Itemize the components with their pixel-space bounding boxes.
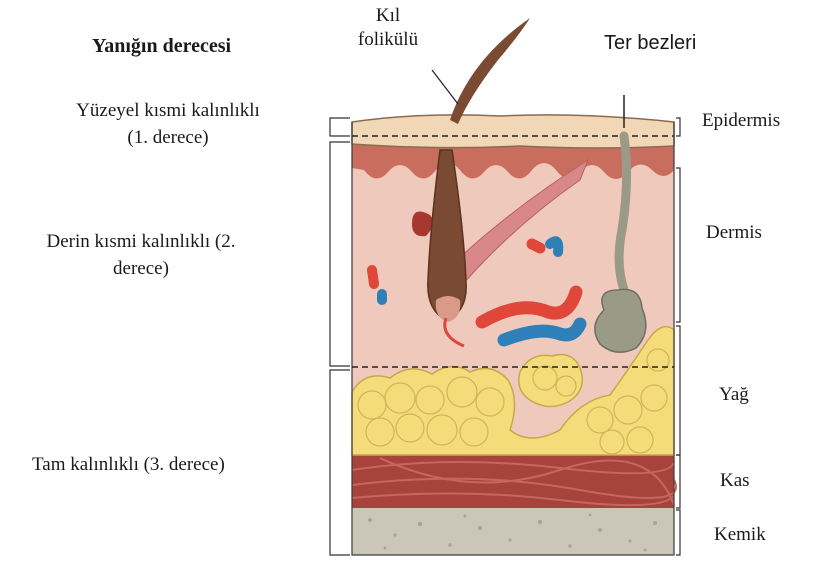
label-full-burn: Tam kalınlıklı (3. derece)	[32, 451, 225, 478]
bracket-epidermis	[676, 118, 680, 136]
burn-degree-title: Yanığın derecesi	[92, 33, 231, 60]
bracket-deep	[330, 142, 350, 366]
bracket-full	[330, 370, 350, 555]
label-deep-burn: Derin kısmi kalınlıklı (2. derece)	[6, 228, 276, 282]
left-brackets	[330, 118, 350, 555]
hair-shaft	[450, 18, 530, 124]
label-hair-follicle: Kıl folikülü	[348, 4, 428, 52]
bone-layer	[352, 508, 674, 555]
bracket-fat	[676, 326, 680, 455]
label-muscle: Kas	[720, 467, 750, 494]
bracket-bone	[676, 510, 680, 555]
fat-lobule	[519, 355, 583, 407]
label-dermis: Dermis	[706, 219, 762, 246]
label-fat: Yağ	[719, 381, 749, 408]
sweat-gland-coil	[595, 289, 646, 352]
label-sweat-glands: Ter bezleri	[604, 30, 696, 57]
label-epidermis: Epidermis	[702, 107, 780, 134]
bracket-superficial	[330, 118, 350, 136]
label-superficial-burn: Yüzeyel kısmi kalınlıklı (1. derece)	[36, 97, 300, 151]
bracket-muscle	[676, 455, 680, 508]
label-bone: Kemik	[714, 521, 766, 548]
hair-follicle-pointer	[432, 70, 458, 104]
bracket-dermis	[676, 168, 680, 322]
